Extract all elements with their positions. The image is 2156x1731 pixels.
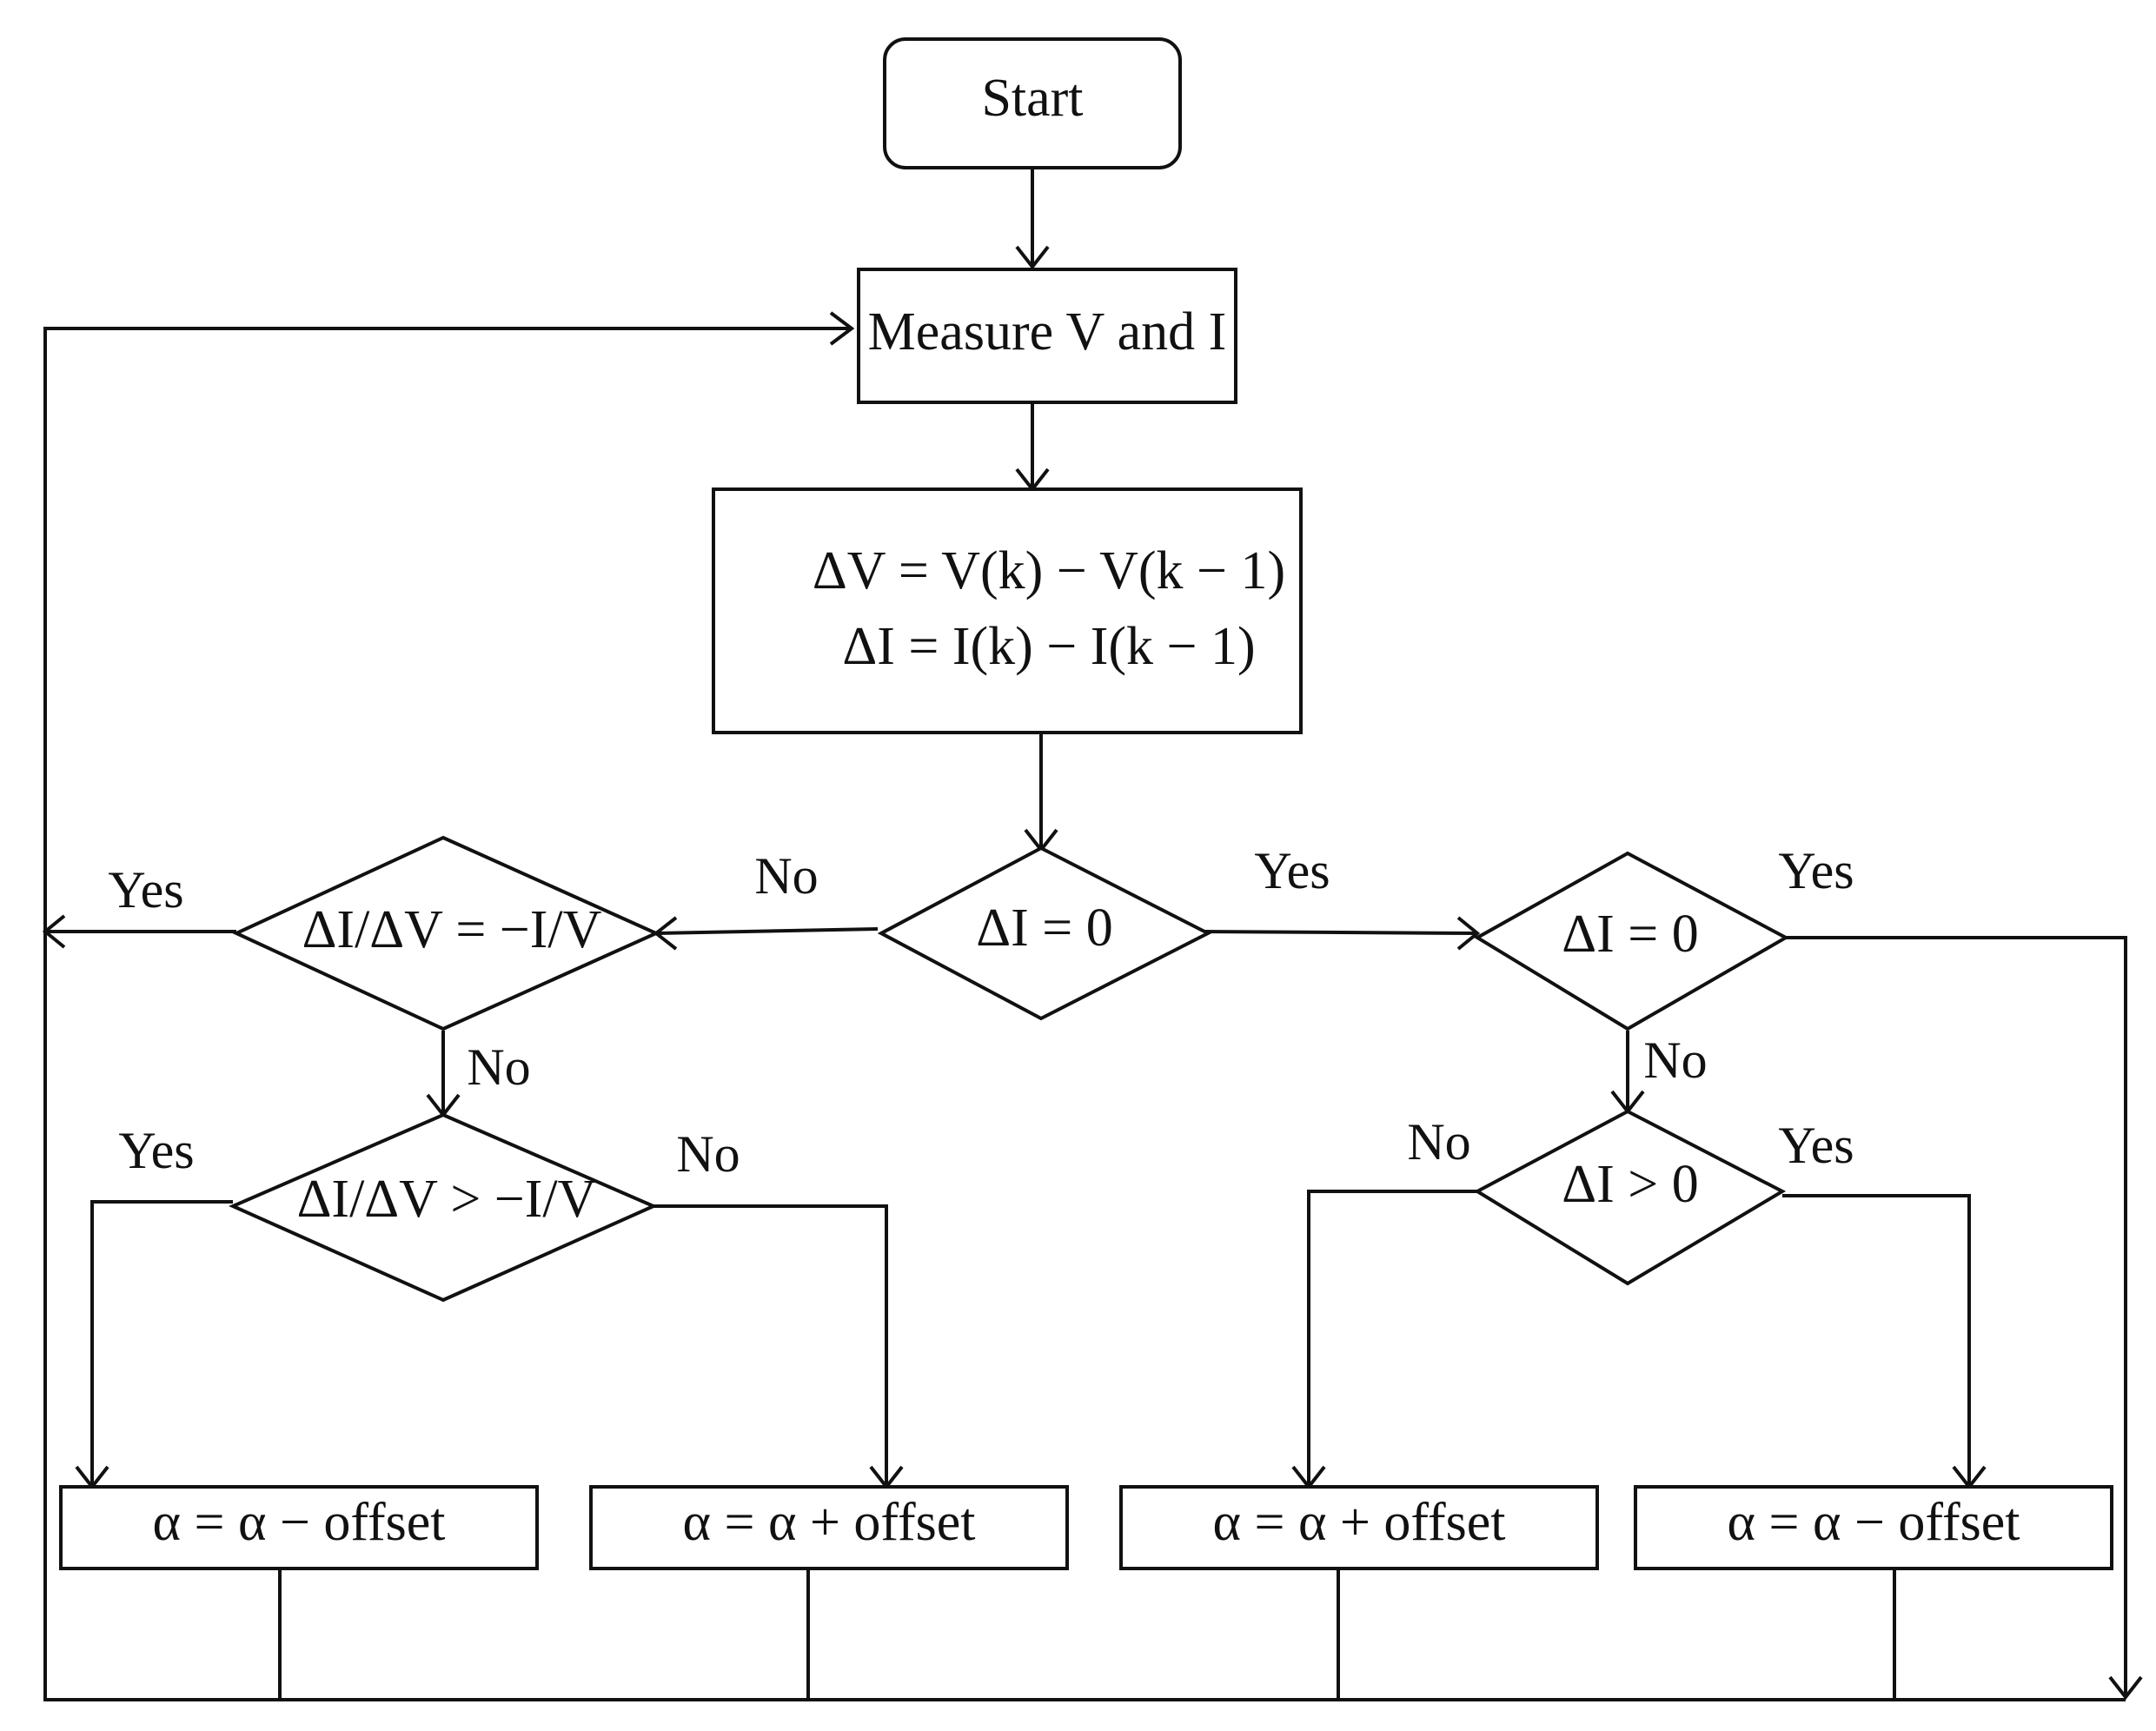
label-greater-yes: Yes bbox=[118, 1122, 194, 1179]
output-left-minus-box bbox=[59, 1485, 539, 1570]
delta-i-label: ΔI = I(k) − I(k − 1) bbox=[842, 617, 1255, 676]
output-right-plus: α = α + offset bbox=[1119, 1485, 1599, 1570]
arrowhead-bottom-right bbox=[2108, 1675, 2143, 1701]
loop-return-line bbox=[43, 327, 2126, 1701]
arrowhead-dizero-left bbox=[1456, 916, 1481, 951]
decision-equal-diamond bbox=[232, 835, 660, 1031]
output-right-minus: α = α − offset bbox=[1634, 1485, 2113, 1570]
label-di-zero-no: No bbox=[1643, 1031, 1707, 1089]
arrowhead-measure-left bbox=[829, 311, 855, 346]
label-center-no: No bbox=[754, 847, 818, 905]
output-right-plus-box bbox=[1119, 1485, 1599, 1570]
delta-node: ΔV = V(k) − V(k − 1) ΔI = I(k) − I(k − 1… bbox=[712, 487, 1303, 734]
decision-equal-label: ΔI/ΔV = −I/V bbox=[302, 900, 602, 959]
decision-di-positive-label: ΔI > 0 bbox=[1562, 1155, 1698, 1214]
edge-greater-no bbox=[653, 1204, 888, 1484]
decision-equal: ΔI/ΔV = −I/V bbox=[232, 835, 660, 1031]
measure-box bbox=[857, 268, 1237, 404]
output-left-minus-label: α = α − offset bbox=[153, 1493, 446, 1552]
connectors bbox=[42, 168, 2143, 1701]
label-equal-no: No bbox=[467, 1038, 530, 1096]
output-right-minus-box bbox=[1634, 1485, 2113, 1570]
output-right-plus-label: α = α + offset bbox=[1213, 1493, 1506, 1552]
decision-di-zero-diamond bbox=[1474, 851, 1790, 1031]
output-right-minus-label: α = α − offset bbox=[1728, 1493, 2020, 1552]
label-di-positive-yes: Yes bbox=[1778, 1117, 1854, 1174]
edge-center-yes bbox=[1204, 930, 1476, 935]
output-left-plus: α = α + offset bbox=[589, 1485, 1069, 1570]
decision-greater: ΔI/ΔV > −I/V bbox=[229, 1112, 658, 1303]
label-greater-no: No bbox=[676, 1125, 740, 1183]
output-left-minus: α = α − offset bbox=[59, 1485, 539, 1570]
decision-di-positive: ΔI > 0 bbox=[1473, 1109, 1787, 1286]
output-left-plus-box bbox=[589, 1485, 1069, 1570]
decision-di-positive-diamond bbox=[1473, 1109, 1787, 1286]
edge-positive-no bbox=[1307, 1190, 1477, 1484]
measure-node: Measure V and I bbox=[857, 268, 1237, 404]
edge-greater-yes bbox=[90, 1200, 233, 1484]
start-node: Start bbox=[883, 37, 1182, 169]
label-equal-yes: Yes bbox=[108, 861, 183, 919]
arrowhead-measure-top bbox=[1015, 245, 1050, 270]
label-di-positive-no: No bbox=[1407, 1113, 1470, 1171]
decision-dv-zero-diamond bbox=[877, 846, 1212, 1021]
decision-di-zero: ΔI = 0 bbox=[1474, 851, 1790, 1031]
measure-label: Measure V and I bbox=[868, 302, 1227, 361]
decision-greater-diamond bbox=[229, 1112, 658, 1303]
decision-dv-zero-label: ΔI = 0 bbox=[976, 899, 1112, 958]
label-center-yes: Yes bbox=[1254, 842, 1330, 899]
output-left-plus-label: α = α + offset bbox=[683, 1493, 976, 1552]
label-di-zero-yes: Yes bbox=[1778, 842, 1854, 899]
start-terminator bbox=[883, 37, 1182, 169]
edge-dizero-yes bbox=[1786, 936, 2127, 1695]
decision-di-zero-label: ΔI = 0 bbox=[1562, 905, 1698, 964]
edge-center-no bbox=[657, 927, 879, 935]
start-label: Start bbox=[981, 69, 1083, 128]
decision-dv-zero: ΔI = 0 bbox=[877, 846, 1212, 1021]
edge-positive-yes bbox=[1782, 1194, 1971, 1484]
delta-v-label: ΔV = V(k) − V(k − 1) bbox=[813, 541, 1285, 600]
decision-greater-label: ΔI/ΔV > −I/V bbox=[297, 1170, 597, 1229]
edge-labels: No Yes Yes No Yes No Yes No No Yes bbox=[108, 842, 1854, 1183]
delta-box bbox=[712, 487, 1303, 734]
